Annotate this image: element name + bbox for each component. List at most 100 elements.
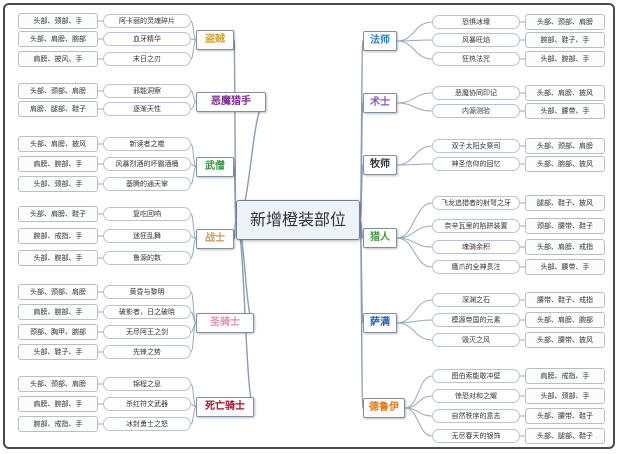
- item-node: 鹰爪的全神贯注: [432, 260, 520, 274]
- slot-box: 头部、肩膀、腕部: [18, 31, 98, 47]
- slot-box: 肩膀、披风、手: [18, 51, 98, 67]
- class-node-11: 萨满: [363, 313, 397, 333]
- slot-box: 头部、鞋子、手: [18, 344, 98, 360]
- slot-box: 头部、腕部、手: [525, 51, 605, 67]
- slot-box: 腿部、鞋子、披风: [525, 195, 605, 211]
- item-node: 飞龙追猎者的射弩之牙: [432, 196, 520, 210]
- item-node: 迷狂乱舞: [103, 229, 191, 243]
- item-link: [190, 238, 197, 259]
- item-node: 毁灭之风: [432, 333, 520, 347]
- item-node: 恐惧冰壕: [432, 15, 520, 29]
- item-link: [396, 237, 433, 268]
- slot-box: 头部、肩膀、披风: [18, 136, 98, 152]
- class-node-8: 术士: [363, 93, 397, 113]
- slot-box: 肩膀、腿部、鞋子: [18, 101, 98, 117]
- class-node-1: 盗贼: [196, 30, 234, 50]
- slot-box: 头部、腕部、披风: [525, 156, 605, 172]
- item-node: 阿卡丽的灵魂碎片: [103, 14, 191, 28]
- item-node: 逐渐天性: [103, 102, 191, 116]
- item-node: 新读者之噬: [103, 137, 191, 151]
- slot-box: 头部、颈部、肩膀: [18, 83, 98, 99]
- item-link: [404, 375, 433, 409]
- item-link: [396, 322, 433, 341]
- item-link: [396, 21, 433, 42]
- class-node-7: 法师: [363, 31, 397, 51]
- slot-box: 腰带、鞋子、戒指: [525, 292, 605, 308]
- item-node: 风暴烈酒的坏霸酒桶: [103, 157, 191, 171]
- slot-box: 头部、颈部、手: [525, 388, 605, 404]
- item-link: [190, 20, 197, 41]
- item-node: 末日之刃: [103, 52, 191, 66]
- slot-box: 腕部、戒指、手: [18, 228, 98, 244]
- item-node: 无尽阿王之剑: [103, 325, 191, 339]
- class-node-9: 牧师: [363, 155, 397, 175]
- item-node: 深渊之石: [432, 293, 520, 307]
- slot-box: 头部、腿部、鞋子: [525, 428, 605, 444]
- slot-box: 腕部、戒指、手: [18, 416, 98, 432]
- slot-box: 肩膀、腕部、手: [18, 396, 98, 412]
- center-link-9: [359, 164, 364, 221]
- item-link: [404, 395, 433, 409]
- item-node: 图伯索能敢冲壁: [432, 369, 520, 383]
- class-node-12: 德鲁伊: [363, 398, 405, 418]
- item-node: 惊恐对和之耀: [432, 389, 520, 403]
- item-node: 先锋之势: [103, 345, 191, 359]
- center-topic: 新增橙装部位: [236, 200, 360, 240]
- slot-box: 头部、颈部、肩膀: [18, 284, 98, 300]
- slot-box: 颈部、胸甲、腕部: [18, 324, 98, 340]
- center-link-12: [359, 219, 364, 409]
- slot-box: 头部、肩膀、腕部: [525, 312, 605, 328]
- center-link-3: [233, 166, 237, 221]
- item-node: 神圣信仰的回忆: [432, 157, 520, 171]
- item-node: 无尽春天的银饰: [432, 429, 520, 443]
- item-node: 奈辛瓦里的陷阱装置: [432, 219, 520, 233]
- item-link: [190, 213, 197, 240]
- item-link: [190, 101, 197, 110]
- slot-box: 头部、颈部、肩膀: [18, 376, 98, 392]
- item-node: 自然秩序的意志: [432, 409, 520, 423]
- class-node-3: 武僧: [196, 157, 234, 177]
- item-link: [396, 40, 433, 60]
- item-link: [396, 163, 433, 166]
- item-link: [396, 145, 433, 166]
- slot-box: 肩膀、戒指、手: [525, 368, 605, 384]
- slot-box: 肩膀、腕部、手: [18, 304, 98, 320]
- item-node: 双子太阳女祭司: [432, 139, 520, 153]
- class-node-10: 猎人: [363, 228, 397, 248]
- slot-box: 头部、颈部、手: [18, 176, 98, 192]
- item-link: [396, 102, 433, 112]
- item-node: 基腾的通天掌: [103, 177, 191, 191]
- item-node: 冰封勇士之怒: [103, 417, 191, 431]
- slot-box: 头部、腰带、鞋子: [525, 408, 605, 424]
- center-link-4: [233, 219, 237, 240]
- item-node: 邪能洞察: [103, 84, 191, 98]
- item-link: [190, 383, 197, 408]
- item-node: 魂骑余积: [432, 240, 520, 254]
- item-node: 锦程之息: [103, 377, 191, 391]
- slot-box: 颈部、腰带、鞋子: [525, 218, 605, 234]
- item-node: 风暴旺焰: [432, 33, 520, 47]
- item-link: [190, 322, 197, 353]
- slot-box: 头部、肩膀、戒指: [525, 239, 605, 255]
- item-link: [190, 406, 197, 425]
- slot-box: 头部、腰带、手: [525, 259, 605, 275]
- item-node: 破影者，日之破晓: [103, 305, 191, 319]
- slot-box: 头部、颈部、肩膀: [525, 14, 605, 30]
- item-node: 狂热法咒: [432, 52, 520, 66]
- slot-box: 头部、颈部、肩膀: [525, 138, 605, 154]
- slot-box: 头部、腕部、手: [18, 250, 98, 266]
- slot-box: 头部、肩膀、披风: [525, 85, 605, 101]
- item-node: 模源帝国的元素: [432, 313, 520, 327]
- item-link: [404, 407, 433, 437]
- item-node: 恶魔协同印记: [432, 86, 520, 100]
- slot-box: 头部、颈部、手: [18, 13, 98, 29]
- item-node: 鲁源的数: [103, 251, 191, 265]
- item-node: 杀红符文武器: [103, 397, 191, 411]
- class-node-5: 圣骑士: [196, 313, 254, 333]
- class-node-6: 死亡骑士: [196, 397, 254, 417]
- slot-box: 肩膀、腕部、手: [18, 156, 98, 172]
- item-link: [190, 39, 197, 60]
- slot-box: 头部、腰带、披风: [525, 332, 605, 348]
- image-frame: [3, 3, 615, 449]
